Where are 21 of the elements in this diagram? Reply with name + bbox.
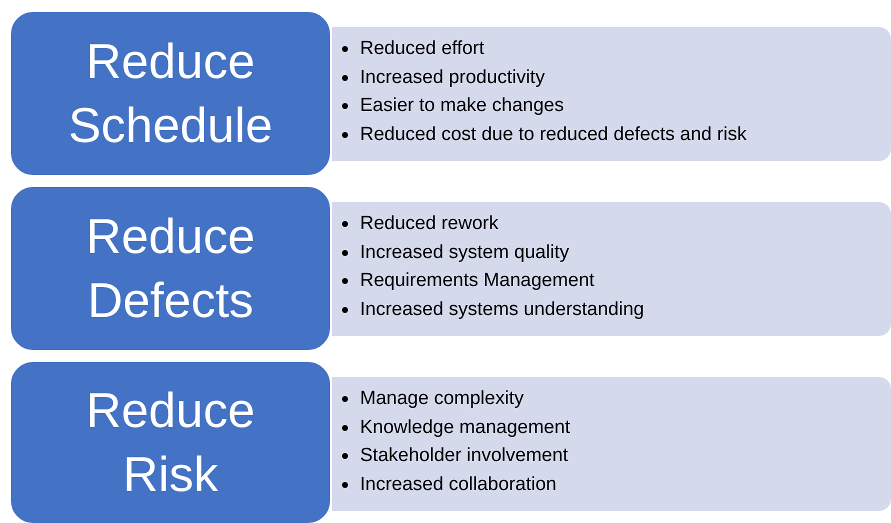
- category-title: Reduce Defects: [85, 208, 256, 330]
- bullet-item: Reduced rework: [360, 212, 498, 236]
- bullet-item: Increased collaboration: [360, 472, 556, 496]
- bullet-item: Reduced effort: [360, 37, 484, 61]
- benefit-panel: [332, 377, 891, 511]
- benefit-panel: [332, 27, 891, 161]
- category-box: [9, 185, 332, 352]
- bullet-item: Stakeholder involvement: [360, 444, 568, 468]
- category-box: [9, 10, 332, 177]
- benefit-panel: [332, 202, 891, 336]
- bullet-item: Knowledge management: [360, 416, 570, 440]
- category-title: Reduce Risk: [85, 382, 256, 504]
- category-title: Reduce Schedule: [67, 34, 274, 154]
- bullet-item: Increased systems understanding: [360, 298, 644, 322]
- bullet-item: Reduced cost due to reduced defects and risk: [360, 122, 747, 146]
- category-box: [9, 360, 332, 523]
- bullet-item: Increased system quality: [360, 240, 570, 264]
- bullet-item: Easier to make changes: [360, 94, 564, 118]
- bullet-item: Manage complexity: [360, 387, 524, 411]
- bullet-item: Increased productivity: [360, 66, 545, 90]
- bullet-item: Requirements Management: [360, 269, 594, 293]
